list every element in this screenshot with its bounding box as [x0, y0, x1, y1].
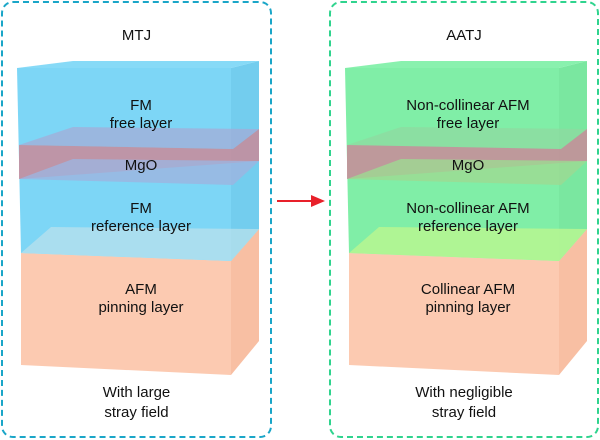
aatj-pinning-layer-front: [349, 253, 559, 375]
aatj-caption-line2: stray field: [431, 404, 497, 421]
aatj-reference-top: [349, 227, 587, 261]
mtj-title: MTJ: [121, 27, 152, 44]
mtj-mgo-barrier-top: [19, 127, 259, 149]
aatj-free-layer-line1: Non-collinear AFM: [406, 97, 530, 114]
mtj-free-layer-line2: free layer: [109, 115, 173, 132]
aatj-title: AATJ: [446, 27, 482, 44]
aatj-free-layer-label: Non-collinear AFM free layer: [345, 97, 591, 133]
aatj-caption: With negligible stray field: [331, 383, 597, 423]
aatj-reference-layer-line2: reference layer: [417, 218, 519, 235]
aatj-reference-layer-label: Non-collinear AFM reference layer: [345, 200, 591, 236]
aatj-mgo-label: MgO: [451, 157, 485, 174]
transition-arrow-icon: [277, 195, 325, 207]
aatj-mgo-barrier-top: [347, 127, 587, 149]
aatj-pinning-layer-line1: Collinear AFM: [420, 281, 516, 298]
mtj-caption-line1: With large: [102, 384, 171, 401]
mtj-panel: MTJ FM free layer MgO FM reference layer…: [1, 1, 272, 438]
mtj-pinning-layer-front: [21, 253, 231, 375]
mtj-caption-line2: stray field: [104, 404, 169, 421]
aatj-stack-diagram: [345, 61, 587, 375]
aatj-mgo-barrier-bottom: [347, 159, 587, 185]
mtj-reference-layer-line1: FM: [130, 200, 152, 217]
aatj-pinning-layer-label: Collinear AFM pinning layer: [345, 281, 591, 317]
aatj-panel: AATJ Non-collinear AFM free layer MgO No…: [329, 1, 599, 438]
mtj-reference-layer-line2: reference layer: [90, 218, 192, 235]
aatj-free-layer-line2: free layer: [436, 115, 500, 132]
aatj-caption-line1: With negligible: [415, 384, 513, 401]
mtj-mgo-label: MgO: [124, 157, 158, 174]
mtj-reference-top: [21, 227, 259, 261]
mtj-free-layer-line1: FM: [130, 97, 152, 114]
mtj-reference-layer-label: FM reference layer: [21, 200, 261, 236]
mtj-free-layer-label: FM free layer: [21, 97, 261, 133]
mtj-pinning-layer-line1: AFM: [125, 281, 157, 298]
mtj-caption: With large stray field: [3, 383, 270, 423]
aatj-reference-layer-line1: Non-collinear AFM: [406, 200, 530, 217]
mtj-mgo-barrier-bottom: [19, 159, 259, 185]
mtj-stack-diagram: [17, 61, 259, 375]
mtj-pinning-layer-line2: pinning layer: [98, 299, 184, 316]
aatj-pinning-layer-line2: pinning layer: [425, 299, 511, 316]
mtj-fm-block-top: [17, 61, 259, 68]
mtj-pinning-layer-label: AFM pinning layer: [21, 281, 261, 317]
mtj-pinning-layer-side: [231, 229, 259, 375]
aatj-afm-block-top: [345, 61, 587, 68]
aatj-pinning-layer-side: [559, 229, 587, 375]
